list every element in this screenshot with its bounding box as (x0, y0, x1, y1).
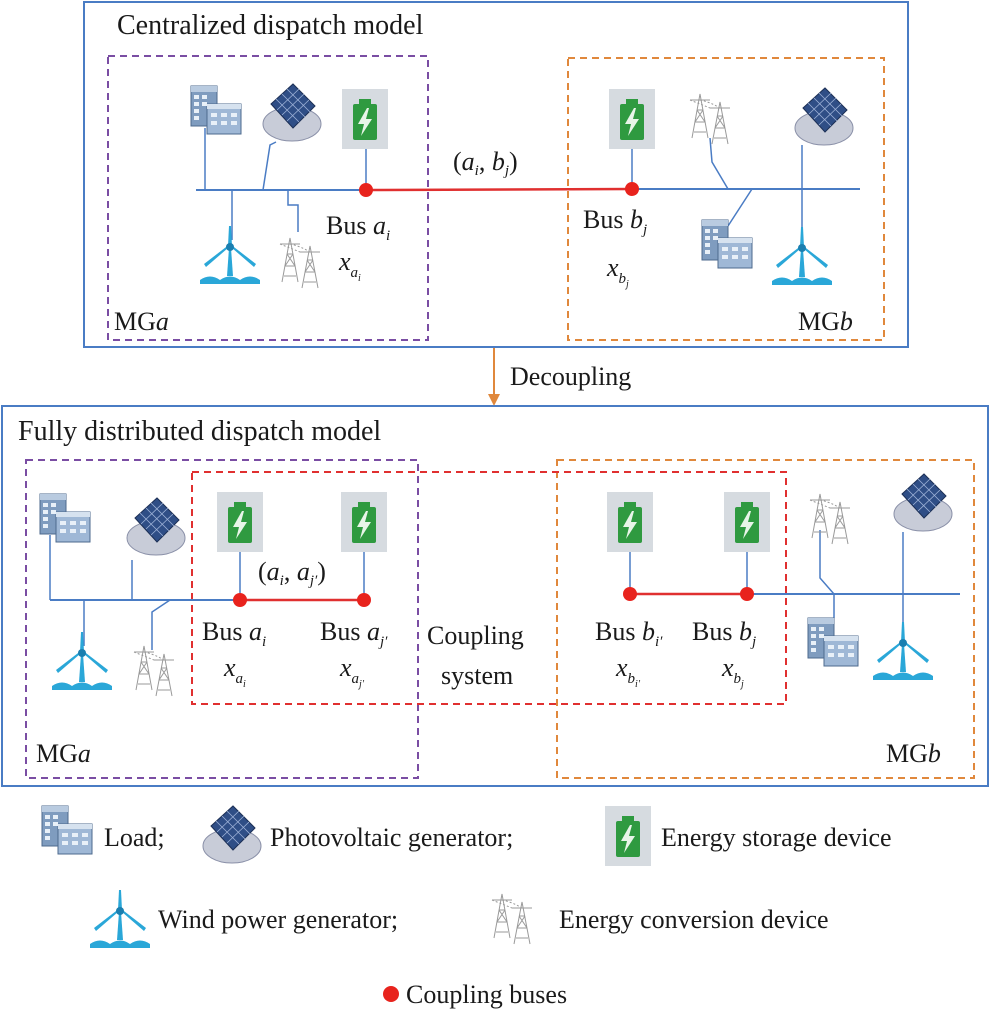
top-mg-b-load-icon (701, 219, 753, 269)
top-mg-a-pv-icon (262, 83, 322, 142)
bottom-mg-a-pv-icon (126, 497, 186, 556)
bottom-bus-bi-variable: xbi′ (615, 653, 641, 690)
bottom-storage-icon-3 (607, 492, 653, 552)
coupling-system-label-line2: system (441, 661, 513, 690)
top-mg-b-conversion-icon (689, 93, 731, 145)
bottom-coupling-bus-bi (623, 587, 637, 601)
top-mg-a-load-icon (190, 85, 242, 135)
legend-load-icon (41, 805, 93, 855)
bottom-storage-icon-2 (341, 492, 387, 552)
bottom-storage-icon-1 (217, 492, 263, 552)
legend-wind-label: Wind power generator; (158, 905, 398, 934)
legend-wind-icon (90, 890, 150, 948)
legend-storage-icon (605, 806, 651, 866)
bottom-bus-aj-variable: xaj′ (339, 653, 365, 690)
top-bus-b-variable: xbj (606, 253, 629, 290)
top-bus-b-label: Bus bj (583, 205, 647, 238)
bottom-bus-ai-variable: xai (223, 653, 246, 690)
legend-coupling-buses-label: Coupling buses (406, 980, 567, 1009)
top-mg-b-connectors (631, 137, 803, 240)
top-tie-line (365, 187, 633, 192)
bottom-mg-b-load-icon (807, 617, 859, 667)
distributed-panel: Fully distributed dispatch model (1, 405, 989, 787)
distributed-title: Fully distributed dispatch model (18, 416, 381, 447)
top-coupling-bus-a (359, 183, 373, 197)
bottom-coupling-bus-aj (357, 593, 371, 607)
bottom-storage-icon-4 (724, 492, 770, 552)
top-mg-a-boundary (107, 55, 429, 341)
decoupling-arrow: Decoupling (488, 348, 631, 406)
top-mg-a-connectors (204, 128, 367, 240)
bottom-bus-aj-label: Bus aj′ (320, 617, 388, 650)
top-coupling-bus-b (625, 182, 639, 196)
top-mg-b-wind-icon (772, 227, 832, 285)
legend-coupling-bus-marker (383, 986, 399, 1002)
top-mg-b-pv-icon (794, 87, 854, 146)
bottom-mg-a-connectors (49, 535, 365, 650)
legend-load-label: Load; (104, 823, 165, 852)
bottom-tie-line-label: (ai, aj′) (258, 557, 326, 589)
bottom-coupling-bus-ai (233, 593, 247, 607)
top-mg-a-wind-icon (200, 226, 260, 284)
legend-storage-label: Energy storage device (661, 823, 892, 852)
bottom-mg-b-boundary (556, 459, 975, 779)
bottom-bus-bj-variable: xbj (721, 653, 744, 690)
centralized-panel-border (83, 1, 909, 348)
bottom-mg-b-pv-icon (893, 473, 953, 532)
top-mg-a-storage-icon (342, 89, 388, 149)
legend-conversion-label: Energy conversion device (559, 905, 829, 934)
legend: Load; Photovoltaic generator; Energy sto… (41, 805, 892, 1009)
decoupling-label: Decoupling (510, 362, 631, 391)
centralized-title: Centralized dispatch model (117, 10, 424, 41)
top-mg-a-label: MGa (114, 307, 169, 336)
top-mg-b-storage-icon (609, 89, 655, 149)
top-mg-a-conversion-icon (279, 237, 321, 289)
legend-conversion-icon (491, 893, 533, 945)
legend-pv-icon (202, 805, 262, 864)
bottom-bus-bi-label: Bus bi′ (595, 617, 663, 650)
bottom-mg-b-label: MGb (886, 739, 941, 768)
top-bus-a-variable: xai (338, 247, 361, 284)
bottom-mg-b-wind-icon (873, 622, 933, 680)
coupling-system-label-line1: Coupling (427, 621, 524, 650)
top-mg-b-label: MGb (798, 307, 853, 336)
centralized-panel: Centralized dispatch model (83, 1, 909, 348)
top-bus-a-label: Bus ai (326, 211, 390, 244)
bottom-mg-a-load-icon (39, 493, 91, 543)
distributed-panel-border (1, 405, 989, 787)
bottom-mg-a-label: MGa (36, 739, 91, 768)
bottom-coupling-bus-bj (740, 587, 754, 601)
top-tie-line-label: (ai, bj) (453, 147, 518, 179)
coupling-system-boundary (191, 471, 787, 705)
bottom-mg-a-wind-icon (52, 632, 112, 690)
bottom-bus-bj-label: Bus bj (692, 617, 756, 650)
bottom-mg-b-conversion-icon (809, 493, 851, 545)
top-mg-b-boundary (567, 57, 885, 341)
bottom-bus-ai-label: Bus ai (202, 617, 266, 650)
legend-pv-label: Photovoltaic generator; (270, 823, 513, 852)
bottom-mg-a-boundary (25, 459, 419, 779)
bottom-mg-a-conversion-icon (133, 645, 175, 697)
